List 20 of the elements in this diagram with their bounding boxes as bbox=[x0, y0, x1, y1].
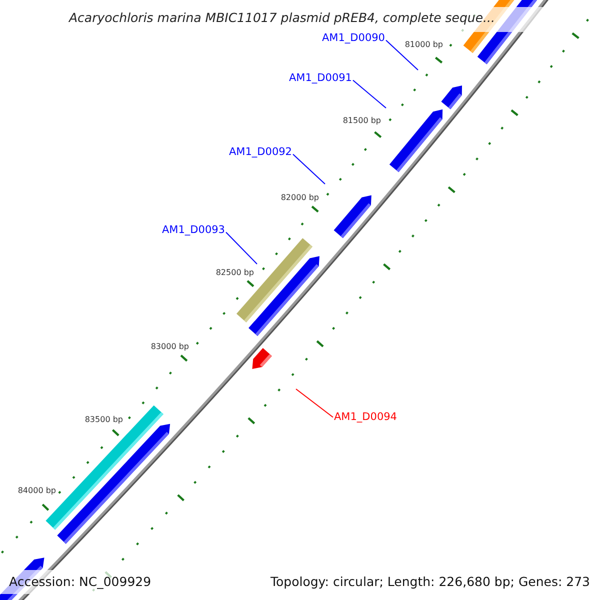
gene-label: AM1_D0091 bbox=[289, 73, 352, 84]
scale-label: 84000 bp bbox=[18, 487, 56, 495]
leader-line bbox=[385, 40, 418, 70]
scale-label: 83000 bp bbox=[150, 343, 189, 351]
gene-label: AM1_D0092 bbox=[229, 147, 292, 158]
gene-label: AM1_D0094 bbox=[334, 412, 397, 422]
leader-line bbox=[352, 80, 386, 108]
map-title: Acaryochloris marina MBIC11017 plasmid pREB4, complete seque... bbox=[69, 12, 495, 24]
gene-label: AM1_D0093 bbox=[162, 225, 225, 236]
scale-label: 83500 bp bbox=[84, 416, 123, 424]
gene-label: AM1_D0090 bbox=[322, 33, 385, 44]
scale-label: 82000 bp bbox=[280, 194, 319, 202]
footer-text: Accession: NC_009929 bbox=[9, 576, 152, 588]
footer-text: Topology: circular; Length: 226,680 bp; Genes: 273 bbox=[270, 576, 590, 588]
leader-line bbox=[296, 388, 334, 418]
scale-label: 82500 bp bbox=[216, 269, 254, 277]
scale-label: 81000 bp bbox=[404, 41, 443, 49]
leader-line bbox=[225, 232, 258, 264]
leader-line bbox=[292, 154, 326, 184]
scale-label: 81500 bp bbox=[342, 117, 381, 125]
